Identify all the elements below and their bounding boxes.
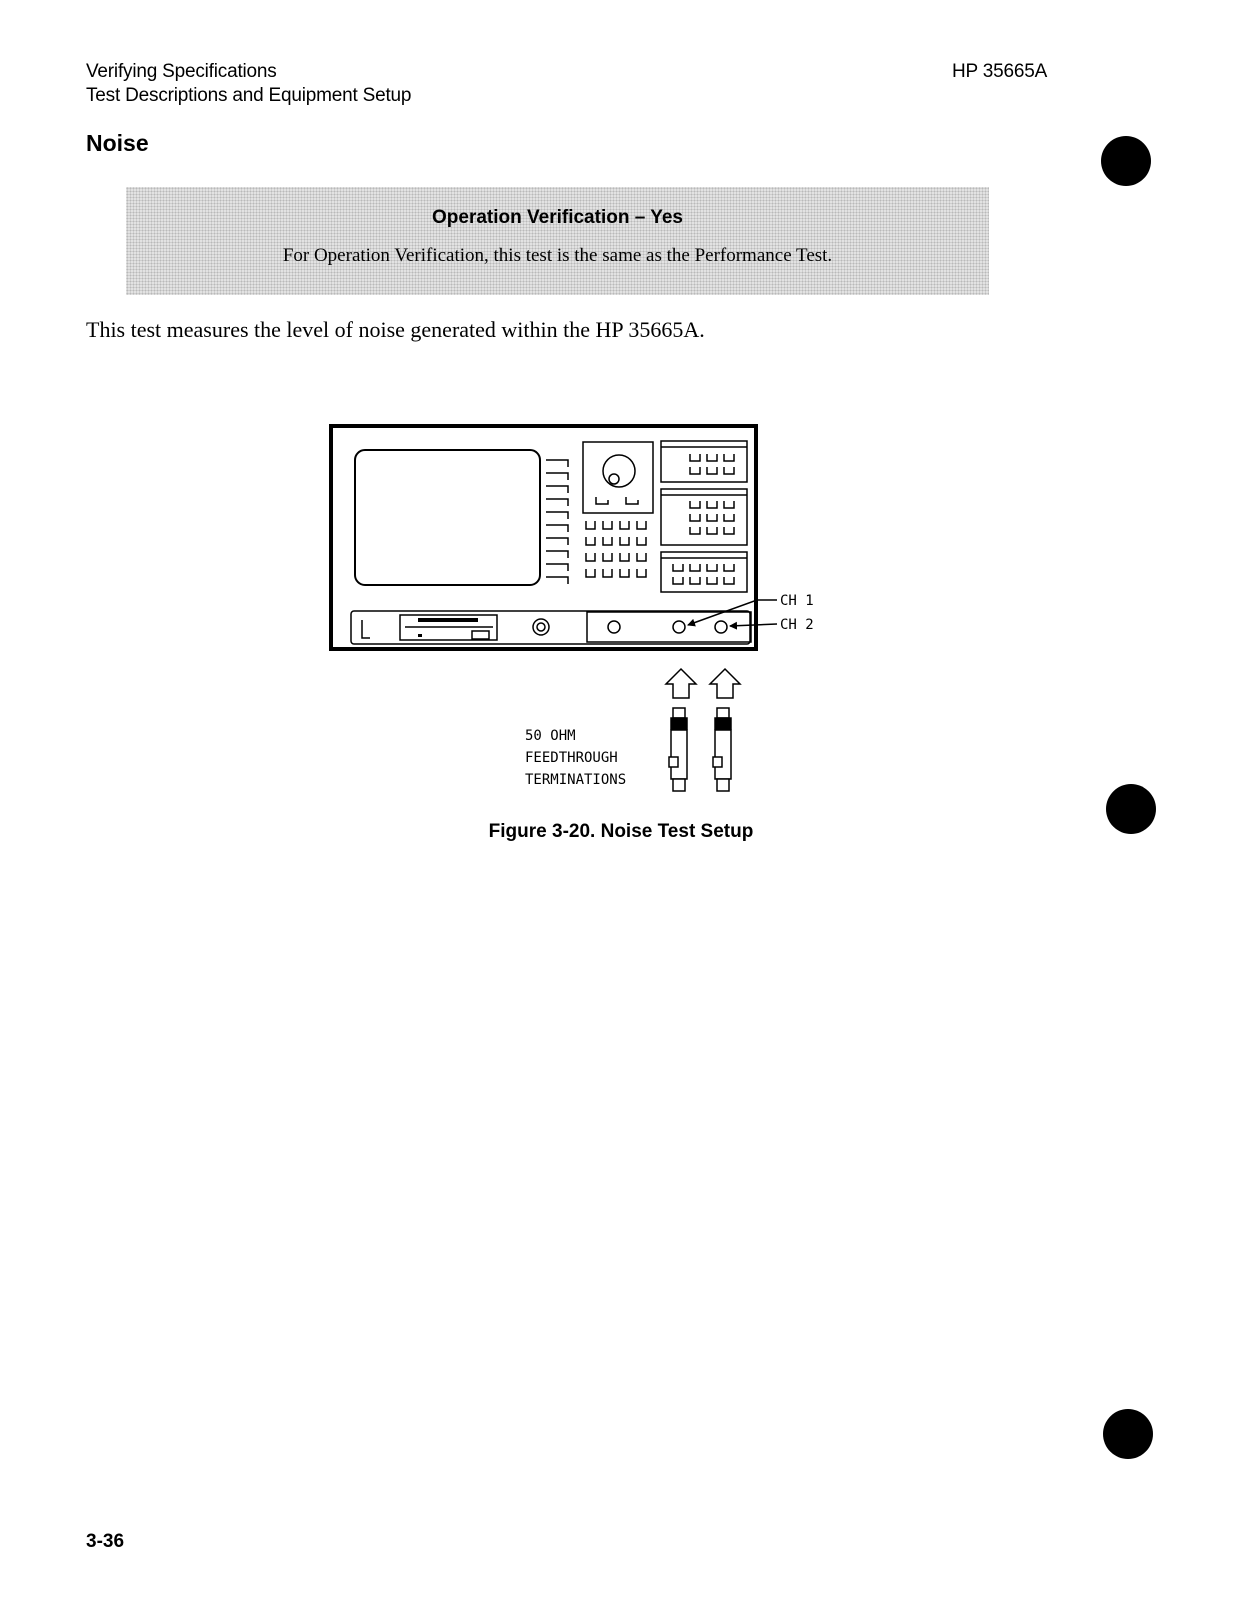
running-header-chapter: Verifying Specifications <box>86 61 277 82</box>
knob-panel <box>582 441 654 514</box>
feedthrough-termination-1 <box>668 707 688 792</box>
callout-text: For Operation Verification, this test is… <box>282 245 833 266</box>
running-header-model: HP 35665A <box>952 61 1048 82</box>
source-connector <box>607 620 621 634</box>
disk-drive <box>399 614 498 641</box>
channel-callout-lines <box>687 599 778 630</box>
termination-label-line3: TERMINATIONS <box>525 772 626 788</box>
termination-label-line1: 50 OHM <box>525 728 576 744</box>
operation-verification-callout: Operation Verification – Yes For Operati… <box>126 187 989 295</box>
intro-paragraph: This test measures the level of noise ge… <box>86 317 705 342</box>
binder-tab-dot <box>1103 1409 1153 1459</box>
numeric-keypad <box>585 521 647 578</box>
feedthrough-termination-2 <box>712 707 732 792</box>
analyzer-display-screen <box>354 449 541 586</box>
termination-label-line2: FEEDTHROUGH <box>525 750 618 766</box>
insertion-arrows <box>664 667 742 699</box>
callout-title: Operation Verification – Yes <box>432 207 683 228</box>
analyzer-front-panel <box>329 424 758 651</box>
binder-tab-dot <box>1106 784 1156 834</box>
lower-panel <box>350 610 752 645</box>
function-key-blocks <box>660 440 748 593</box>
section-title: Noise <box>86 130 149 156</box>
ch1-connector <box>672 620 686 634</box>
ch1-label: CH 1 <box>780 593 814 609</box>
noise-test-setup-diagram: CH 1 CH 2 50 OHM FEEDTHROUGH TERMINATION… <box>329 424 814 792</box>
running-header-section: Test Descriptions and Equipment Setup <box>86 85 412 106</box>
softkey-column <box>546 459 569 584</box>
power-knob <box>532 618 550 636</box>
binder-tab-dot <box>1101 136 1151 186</box>
figure-caption: Figure 3-20. Noise Test Setup <box>488 821 754 842</box>
page-number: 3-36 <box>86 1531 125 1552</box>
rotary-knob <box>602 454 636 488</box>
ch2-connector <box>714 620 728 634</box>
ch2-label: CH 2 <box>780 617 814 633</box>
